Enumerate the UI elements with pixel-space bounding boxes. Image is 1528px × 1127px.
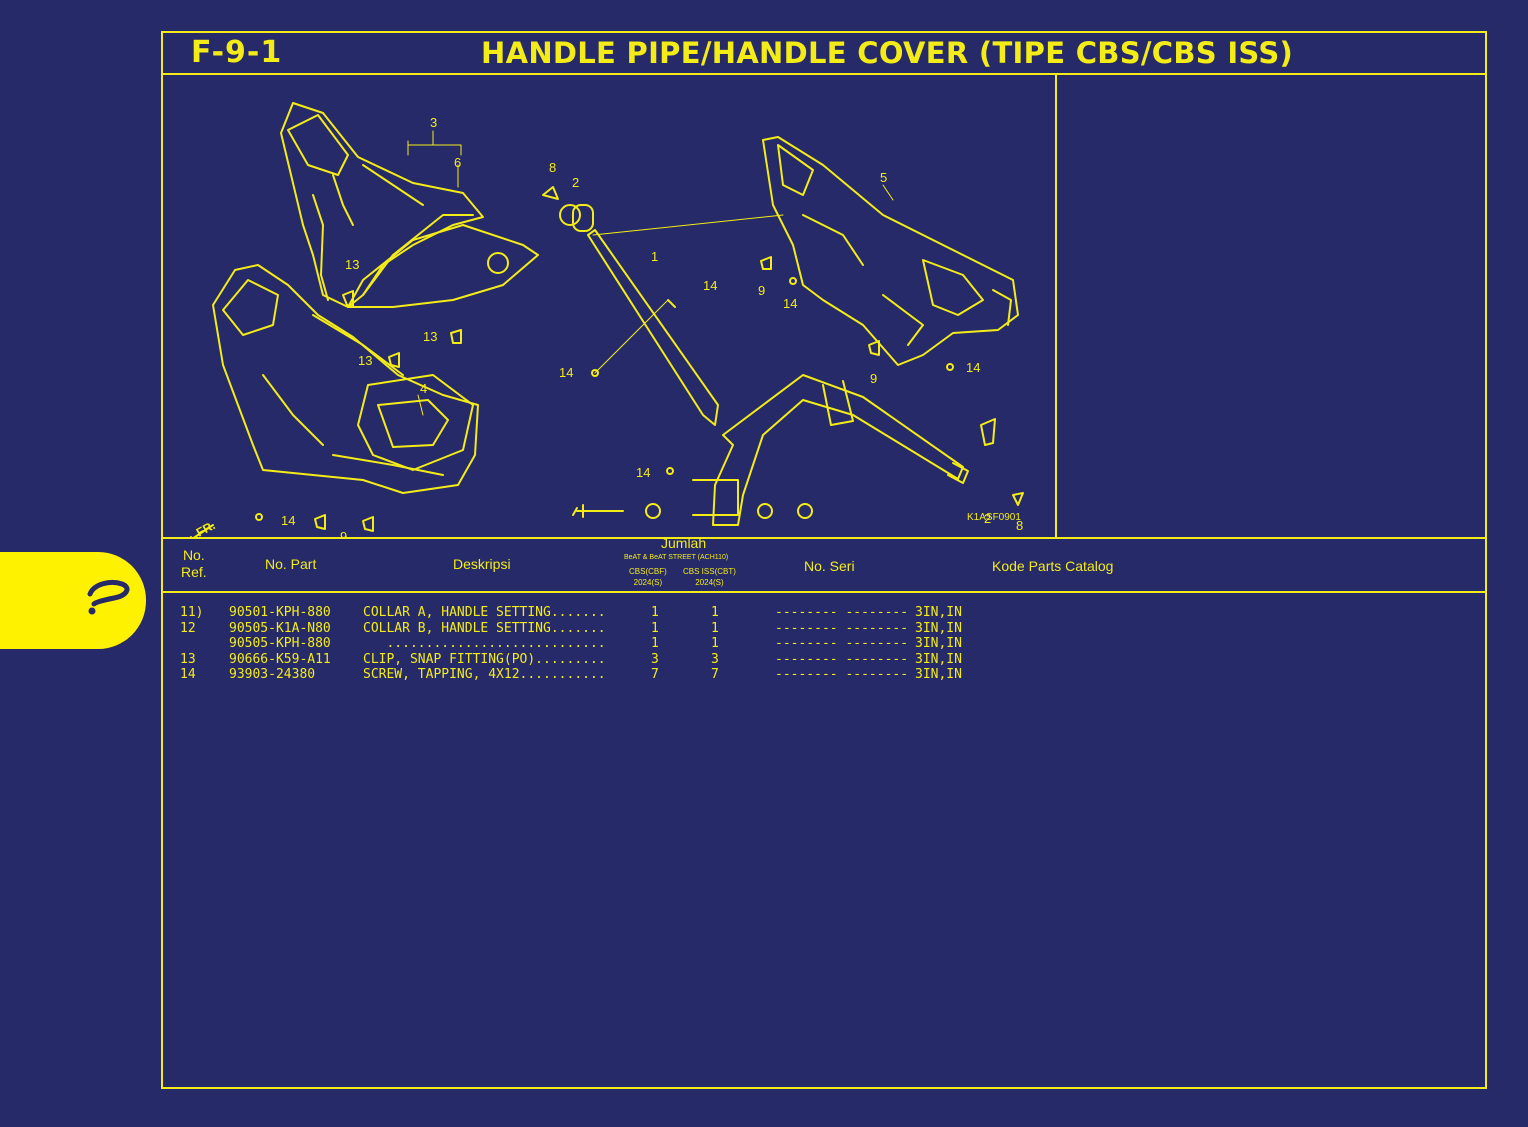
description-cell: COLLAR B, HANDLE SETTING....... — [363, 620, 606, 636]
figure-code: F-9-1 — [191, 35, 283, 70]
description-cell: ............................ — [363, 636, 606, 652]
qty-cbs-cell: 1 — [651, 605, 659, 620]
small-parts-illustration — [189, 186, 1024, 537]
qty-cbs-cell: 3 — [651, 651, 659, 667]
qty-cbs-iss-cell: 1 — [711, 636, 719, 652]
callout-9-b: 9 — [340, 529, 347, 537]
callout-5: 5 — [880, 170, 887, 185]
qty-cbs-iss-cell: 1 — [711, 605, 719, 620]
serial-cell: -------- -------- — [775, 636, 909, 652]
description-cell: CLIP, SNAP FITTING(PO)......... — [363, 651, 606, 667]
parts-illustration: 1 2 2 3 4 5 6 7 8 8 9 9 9 9 10 11 12 13 … — [189, 102, 1024, 537]
callout-13-c: 13 — [358, 353, 372, 368]
exploded-diagram: 1 2 2 3 4 5 6 7 8 8 9 9 9 9 10 11 12 13 … — [163, 75, 1057, 537]
serial-cell: -------- -------- — [775, 667, 909, 683]
callout-10: 10 — [799, 535, 813, 537]
handle-pipe-illustration — [572, 204, 969, 526]
header-part-number: No. Part — [265, 556, 317, 572]
callout-13-a: 13 — [345, 257, 359, 272]
header-serial: No. Seri — [804, 558, 855, 574]
callout-labels: 1 2 2 3 4 5 6 7 8 8 9 9 9 9 10 11 12 13 … — [194, 115, 1023, 537]
callout-14-c: 14 — [783, 296, 797, 311]
header-quantity: Jumlah — [661, 535, 707, 551]
rear-cover-illustration — [212, 264, 479, 494]
table-row: 14 93903-24380 SCREW, TAPPING, 4X12.....… — [180, 667, 1000, 683]
ref-cell: 14 — [180, 667, 196, 683]
part-number-cell[interactable]: 90505-K1A-N80 — [229, 620, 331, 636]
serial-cell: -------- -------- — [775, 605, 909, 620]
header-description: Deskripsi — [453, 556, 511, 572]
serial-cell: -------- -------- — [775, 620, 909, 636]
callout-14-e: 14 — [281, 513, 295, 528]
catalog-code-cell: 3IN,IN — [915, 651, 962, 667]
callout-11: 11 — [757, 536, 771, 537]
direction-label: FR. — [194, 518, 218, 537]
callout-14-b: 14 — [636, 465, 650, 480]
question-mark-icon — [87, 579, 130, 615]
header-catalog-code: Kode Parts Catalog — [992, 558, 1114, 574]
callout-9-d: 9 — [870, 371, 877, 386]
callout-9-c: 9 — [758, 283, 765, 298]
leader-lines — [407, 130, 894, 416]
part-number-cell[interactable]: 93903-24380 — [229, 667, 316, 683]
callout-4: 4 — [420, 381, 427, 396]
table-row: 90505-KPH-880 ..........................… — [180, 636, 1000, 652]
qty-cbs-iss-cell: 3 — [711, 651, 719, 667]
header-ref: No. Ref. — [181, 547, 207, 580]
callout-6: 6 — [454, 155, 461, 170]
part-number-cell[interactable]: 90505-KPH-880 — [229, 636, 331, 652]
figure-title: HANDLE PIPE/HANDLE COVER (TIPE CBS/CBS I… — [481, 36, 1294, 70]
table-row: 11) 90501-KPH-880 COLLAR A, HANDLE SETTI… — [180, 605, 1000, 621]
callout-8-top: 8 — [549, 160, 556, 175]
qty-cbs-cell: 7 — [651, 667, 659, 683]
parts-catalog-frame: F-9-1 HANDLE PIPE/HANDLE COVER (TIPE CBS… — [161, 31, 1487, 1089]
callout-14-a: 14 — [559, 365, 573, 380]
table-row: 13 90666-K59-A11 CLIP, SNAP FITTING(PO).… — [180, 652, 1000, 668]
table-header: No. Ref. No. Part Deskripsi Jumlah BeAT … — [163, 535, 1485, 593]
qty-cbs-iss-cell: 7 — [711, 667, 719, 683]
part-number-cell[interactable]: 90501-KPH-880 — [229, 605, 331, 620]
part-number-cell[interactable]: 90666-K59-A11 — [229, 651, 331, 667]
callout-14-g: 14 — [703, 278, 717, 293]
callout-2-right: 2 — [984, 511, 991, 526]
ref-cell: 12 — [180, 620, 196, 636]
header-qty-cbs: CBS(CBF) 2024(S) — [629, 567, 667, 587]
ref-cell: 13 — [180, 651, 196, 667]
catalog-code-cell: 3IN,IN — [915, 667, 962, 683]
header-model: BeAT & BeAT STREET (ACH110) — [624, 554, 729, 561]
title-row: F-9-1 HANDLE PIPE/HANDLE COVER (TIPE CBS… — [163, 33, 1485, 75]
callout-1: 1 — [651, 249, 658, 264]
callout-2-top: 2 — [572, 175, 579, 190]
callout-7: 7 — [584, 535, 591, 537]
side-tab[interactable] — [0, 552, 146, 649]
callout-12: 12 — [646, 535, 660, 537]
callout-14-d: 14 — [966, 360, 980, 375]
ref-cell: 11) — [180, 605, 204, 620]
serial-cell: -------- -------- — [775, 651, 909, 667]
diagram-code: K1ASF0901 — [967, 512, 1021, 523]
header-qty-cbs-iss: CBS ISS(CBT) 2024(S) — [683, 567, 736, 587]
callout-3: 3 — [430, 115, 437, 130]
callout-13-b: 13 — [423, 329, 437, 344]
qty-cbs-cell: 1 — [651, 636, 659, 652]
right-cover-illustration — [762, 136, 1019, 366]
table-row: 12 90505-K1A-N80 COLLAR B, HANDLE SETTIN… — [180, 621, 1000, 637]
description-cell: COLLAR A, HANDLE SETTING....... — [363, 605, 606, 620]
callout-8-right: 8 — [1016, 518, 1023, 533]
catalog-code-cell: 3IN,IN — [915, 620, 962, 636]
description-cell: SCREW, TAPPING, 4X12........... — [363, 667, 606, 683]
qty-cbs-cell: 1 — [651, 620, 659, 636]
catalog-code-cell: 3IN,IN — [915, 605, 962, 620]
qty-cbs-iss-cell: 1 — [711, 620, 719, 636]
front-cover-illustration — [280, 102, 539, 308]
catalog-code-cell: 3IN,IN — [915, 636, 962, 652]
parts-table-body: 11) 90501-KPH-880 COLLAR A, HANDLE SETTI… — [180, 605, 1000, 683]
